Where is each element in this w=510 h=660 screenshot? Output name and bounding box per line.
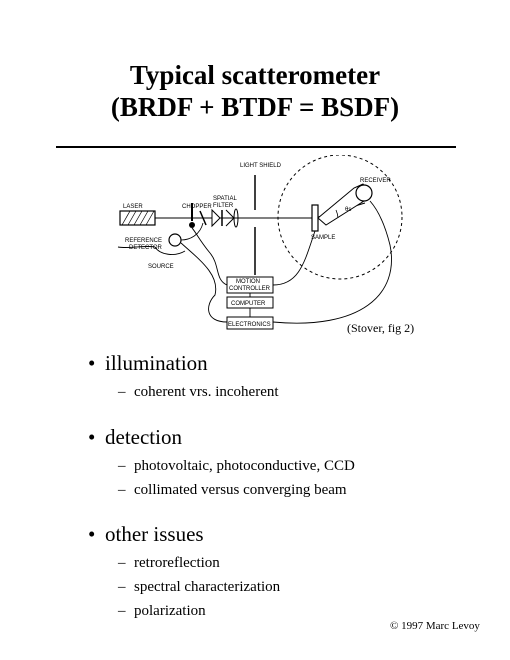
bullet-detection: • detection <box>88 424 182 450</box>
sub-marker: – <box>118 384 126 400</box>
label-reference: REFERENCE <box>125 238 162 244</box>
bullet-marker: • <box>88 351 96 375</box>
label-computer: COMPUTER <box>231 301 266 307</box>
chopper <box>189 203 195 228</box>
scatterometer-diagram: LIGHT SHIELD RECEIVER LASER CHOPPER SPAT… <box>117 155 403 330</box>
sub-item: –coherent vrs. incoherent <box>118 382 279 402</box>
sub-item: –retroreflection <box>118 553 220 573</box>
laser-hatching <box>121 210 155 226</box>
sub-marker: – <box>118 458 126 474</box>
label-spatial: SPATIAL <box>213 196 237 202</box>
sub-text: collimated versus converging beam <box>134 482 347 498</box>
label-source: SOURCE <box>148 264 174 270</box>
receiver <box>355 184 373 202</box>
sub-text: photovoltaic, photoconductive, CCD <box>134 458 355 474</box>
label-laser: LASER <box>123 204 143 210</box>
title-divider <box>56 146 456 148</box>
slide-title-line1: Typical scatterometer <box>129 60 381 90</box>
label-motion: MOTION <box>236 279 260 285</box>
label-sample: SAMPLE <box>311 235 335 241</box>
figure-caption: (Stover, fig 2) <box>347 321 415 335</box>
sub-item: –polarization <box>118 601 206 621</box>
bullet-illumination: • illumination <box>88 350 208 376</box>
bullet-text: detection <box>105 425 182 449</box>
sub-item: –spectral characterization <box>118 577 280 597</box>
label-receiver: RECEIVER <box>360 178 391 184</box>
label-light-shield: LIGHT SHIELD <box>240 163 282 169</box>
spatial-filter <box>211 208 239 228</box>
sub-marker: – <box>118 482 126 498</box>
sub-text: polarization <box>134 603 206 619</box>
sub-item: –collimated versus converging beam <box>118 480 347 500</box>
wires <box>117 200 392 324</box>
label-detector: DETECTOR <box>129 245 163 251</box>
label-chopper: CHOPPER <box>182 204 212 210</box>
sub-item: –photovoltaic, photoconductive, CCD <box>118 456 355 476</box>
slide-title-line2: (BRDF + BTDF = BSDF) <box>110 92 400 122</box>
sub-marker: – <box>118 603 126 619</box>
label-theta: θs <box>345 207 351 213</box>
copyright: © 1997 Marc Levoy <box>390 620 480 632</box>
bullet-text: illumination <box>105 351 208 375</box>
label-filter: FILTER <box>213 203 234 209</box>
sub-text: coherent vrs. incoherent <box>134 384 279 400</box>
theta-arc <box>335 209 339 219</box>
sub-text: spectral characterization <box>134 579 281 595</box>
bullet-text: other issues <box>105 522 204 546</box>
sub-marker: – <box>118 579 126 595</box>
bullet-marker: • <box>88 425 96 449</box>
sample <box>311 204 319 232</box>
sub-text: retroreflection <box>134 555 220 571</box>
sub-marker: – <box>118 555 126 571</box>
bullet-marker: • <box>88 522 96 546</box>
label-controller: CONTROLLER <box>229 286 271 292</box>
reference-detector <box>168 233 182 247</box>
rotation-circle <box>277 155 403 280</box>
label-electronics: ELECTRONICS <box>228 322 271 328</box>
bullet-other-issues: • other issues <box>88 521 204 547</box>
beam-splitter <box>199 210 207 226</box>
